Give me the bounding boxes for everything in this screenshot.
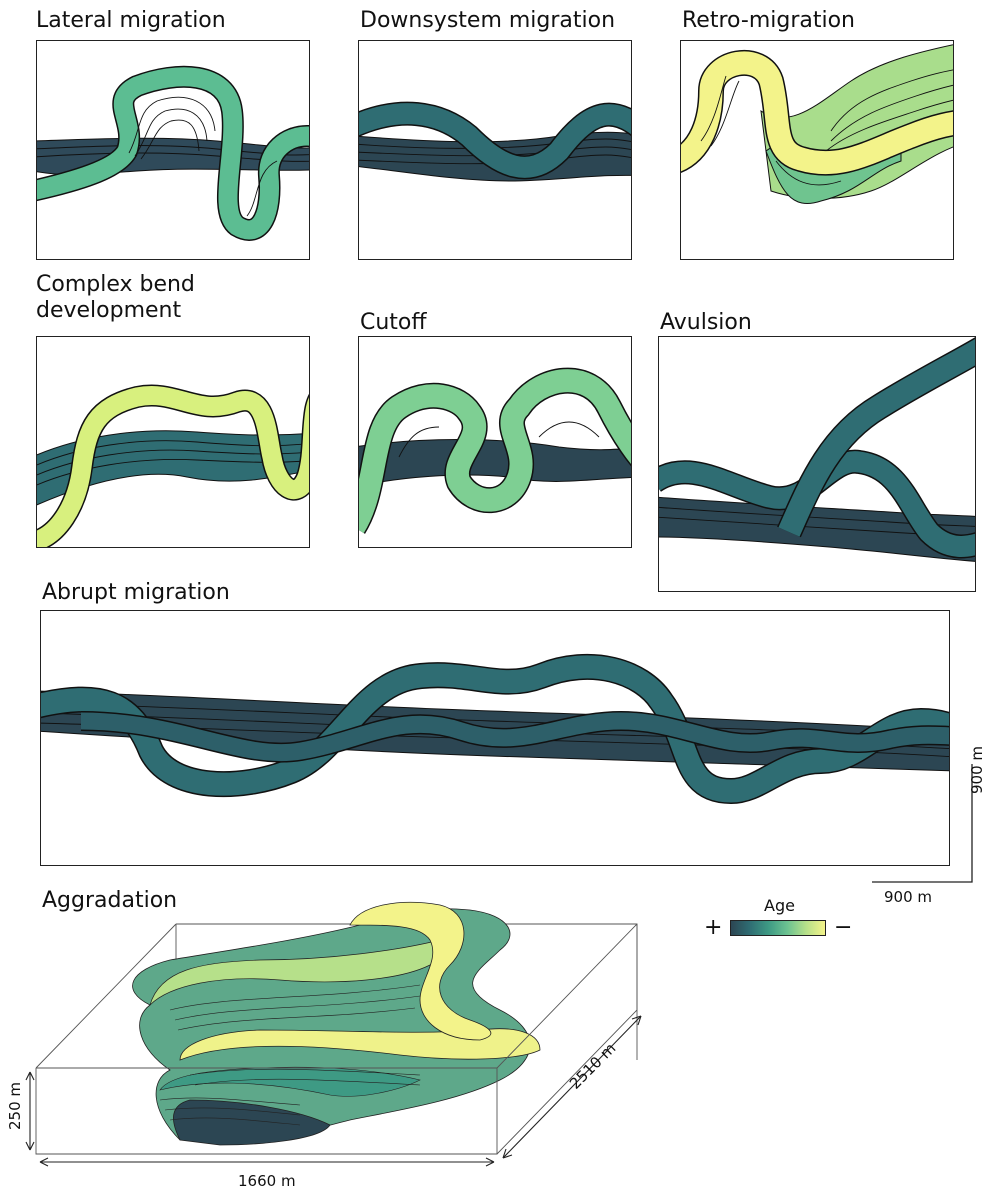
- block-diagram: [25, 901, 642, 1167]
- block-height-label: 250 m: [6, 1081, 24, 1130]
- downsystem-channel-drawing: [359, 101, 631, 182]
- title-aggradation: Aggradation: [42, 888, 178, 913]
- title-complex-bend: Complex bend development: [36, 272, 195, 323]
- cutoff-channel-drawing: [359, 367, 631, 534]
- title-avulsion: Avulsion: [660, 310, 752, 335]
- complex-bend-channel-drawing: [37, 384, 309, 547]
- title-cutoff: Cutoff: [360, 310, 427, 335]
- legend-plus: +: [704, 915, 723, 940]
- title-abrupt-migration: Abrupt migration: [42, 580, 230, 605]
- block-width-label: 1660 m: [238, 1172, 296, 1190]
- retro-channel-drawing: [681, 44, 953, 204]
- lateral-channel-drawing: [37, 65, 309, 241]
- panel-cutoff: [358, 336, 632, 548]
- panel-lateral-migration: [36, 40, 310, 260]
- scale-vertical-label: 900 m: [968, 745, 986, 794]
- panel-downsystem-migration: [358, 40, 632, 260]
- title-lateral-migration: Lateral migration: [36, 8, 226, 33]
- panel-avulsion: [658, 336, 976, 592]
- scale-horizontal-label: 900 m: [884, 888, 933, 906]
- age-colorbar: [730, 920, 826, 936]
- legend-title: Age: [764, 896, 795, 915]
- panel-retro-migration: [680, 40, 954, 260]
- abrupt-channel-drawing: [41, 653, 949, 805]
- avulsion-channel-drawing: [659, 337, 975, 562]
- scale-bar: [872, 764, 973, 883]
- legend-minus: −: [834, 915, 853, 940]
- panel-complex-bend: [36, 336, 310, 548]
- panel-abrupt-migration: [40, 610, 950, 866]
- title-downsystem-migration: Downsystem migration: [360, 8, 616, 33]
- title-retro-migration: Retro-migration: [682, 8, 856, 33]
